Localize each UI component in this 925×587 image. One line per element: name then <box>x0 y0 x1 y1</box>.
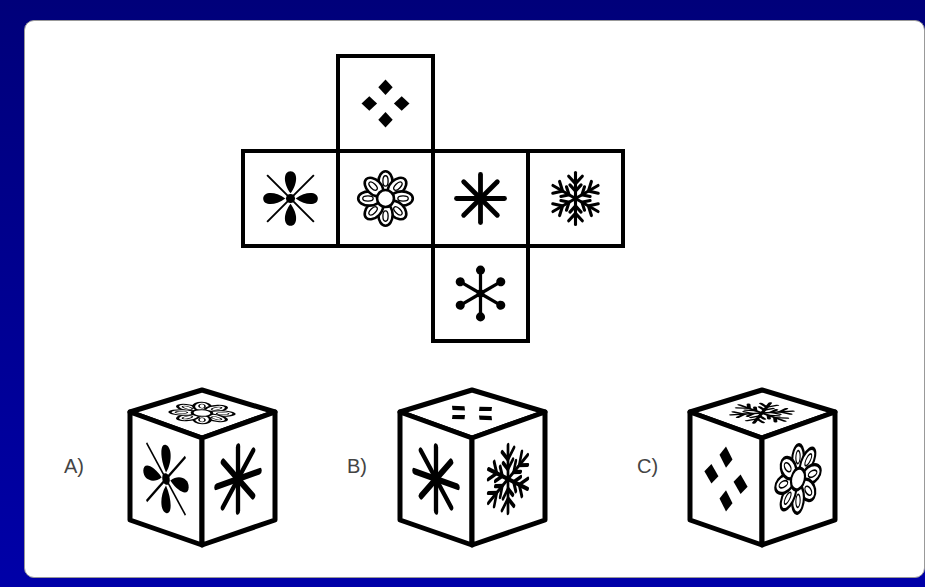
option-label: A) <box>64 455 84 478</box>
option-label: C) <box>637 455 658 478</box>
option-label: B) <box>347 455 367 478</box>
